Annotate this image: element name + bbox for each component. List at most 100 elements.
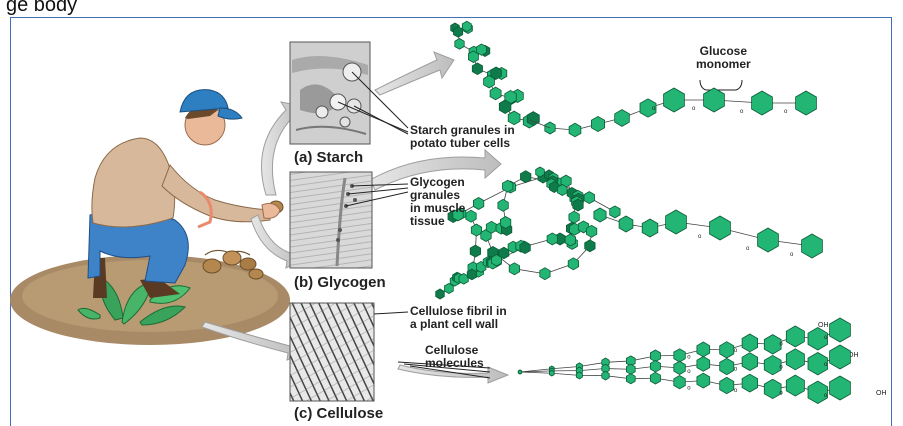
glucose-hexagon <box>569 123 581 137</box>
glucose-hexagon <box>626 374 635 384</box>
glucose-hexagon <box>610 206 620 218</box>
glucose-hexagon <box>484 75 495 88</box>
glucose-hexagon <box>436 289 445 299</box>
glucose-hexagon <box>527 112 539 126</box>
glucose-hexagon <box>619 216 633 232</box>
glucose-hexagon <box>796 91 817 115</box>
glucose-hexagon <box>594 208 606 222</box>
glucose-hexagon <box>752 91 773 115</box>
glucose-hexagon <box>468 51 478 63</box>
glucose-hexagon <box>650 360 660 372</box>
glucose-hexagon <box>650 372 660 384</box>
oxygen-label: o <box>734 388 738 394</box>
glucose-hexagon <box>615 110 630 127</box>
glucose-monomer-label: Glucose monomer <box>696 45 751 71</box>
cellulose-micrograph <box>290 303 374 401</box>
glucose-hexagon <box>576 372 582 379</box>
glucose-hexagon <box>591 116 604 131</box>
cellulose-callout: Cellulose fibril in a plant cell wall <box>410 305 507 331</box>
glucose-hexagon <box>499 247 509 259</box>
glucose-hexagon <box>486 221 496 233</box>
glucose-hexagon <box>568 258 578 270</box>
glucose-hexagon <box>697 342 710 357</box>
cellulose-title: (c) Cellulose <box>294 406 383 422</box>
glucose-hexagon <box>498 199 508 211</box>
glucose-hexagon <box>462 21 471 31</box>
glucose-hexagon <box>602 371 609 380</box>
glucose-hexagon <box>520 242 530 254</box>
glucose-hexagon <box>720 377 734 393</box>
glucose-hexagon <box>536 167 545 177</box>
starch-title: (a) Starch <box>294 150 363 166</box>
glucose-hexagon <box>786 326 804 347</box>
glucose-hexagon <box>500 217 510 229</box>
glucose-hexagon <box>830 318 851 342</box>
glucose-hexagon <box>742 374 758 392</box>
glycosidic-link <box>520 372 552 373</box>
glucose-hexagon <box>540 268 550 280</box>
glucose-hexagon <box>650 350 660 362</box>
glucose-hexagon <box>626 364 635 374</box>
starch-callout: Starch granules in potato tuber cells <box>410 124 515 150</box>
glucose-hexagon <box>697 373 710 388</box>
glucose-hexagon <box>455 39 464 50</box>
cellulose-callout-line-2: a plant cell wall <box>410 318 507 331</box>
glucose-hexagon <box>664 88 685 112</box>
glucose-hexagon <box>666 210 687 234</box>
oxygen-label: o <box>687 354 691 360</box>
glycogen-title: (b) Glycogen <box>294 275 386 291</box>
glucose-hexagon <box>786 349 804 370</box>
glucose-hexagon <box>471 224 481 236</box>
monomer-label-line-2: monomer <box>696 58 751 71</box>
starch-micrograph <box>290 42 370 144</box>
glucose-hexagon <box>710 216 731 240</box>
glucose-hexagon <box>509 263 519 275</box>
oxygen-label: o <box>779 364 783 370</box>
oxygen-label: o <box>687 369 691 375</box>
glucose-hexagon <box>674 361 686 374</box>
glucose-hexagon <box>674 376 686 389</box>
svg-text:OH: OH <box>818 322 829 329</box>
glycosidic-link <box>552 373 580 375</box>
cellulose-molecules-label: Cellulose molecules <box>425 344 484 370</box>
glucose-hexagon <box>470 245 480 257</box>
glucose-hexagon <box>830 376 851 400</box>
oxygen-label: o <box>740 109 744 115</box>
glucose-hexagon <box>704 88 725 112</box>
oxygen-label: o <box>692 106 696 112</box>
glucose-hexagon <box>742 353 758 371</box>
glycogen-callout: Glycogen granules in muscle tissue <box>410 176 465 228</box>
glucose-hexagon <box>674 349 686 362</box>
glucose-hexagon <box>830 345 851 369</box>
glucose-hexagon <box>467 269 476 280</box>
oxygen-label: o <box>698 234 702 240</box>
glycogen-callout-line-4: tissue <box>410 215 465 228</box>
oxygen-label: o <box>687 386 691 392</box>
starch-callout-line-2: potato tuber cells <box>410 137 515 150</box>
glucose-hexagon <box>499 100 511 114</box>
molecules-label-line-2: molecules <box>425 357 484 370</box>
oxygen-label: o <box>746 246 750 252</box>
oxygen-label: o <box>734 348 738 354</box>
glucose-hexagon <box>565 234 575 246</box>
glucose-hexagon <box>472 63 482 75</box>
glucose-hexagon <box>558 185 568 196</box>
hydroxyl-labels: OH OH OH <box>818 322 887 397</box>
glucose-hexagon <box>518 370 521 374</box>
glucose-hexagon <box>802 234 823 258</box>
glucose-hexagon <box>569 211 579 223</box>
glucose-hexagon <box>490 87 501 100</box>
glucose-hexagon <box>503 180 513 192</box>
oxygen-label: o <box>779 391 783 397</box>
oxygen-label: o <box>779 341 783 347</box>
glucose-hexagon <box>454 27 463 38</box>
glucose-chains: ooooooooooooooooooo <box>436 21 851 403</box>
glucose-hexagon <box>584 192 594 204</box>
glycogen-micrograph <box>290 172 372 268</box>
glycosidic-link <box>552 366 580 368</box>
glucose-hexagon <box>586 225 596 237</box>
glucose-hexagon <box>742 334 758 352</box>
svg-text:OH: OH <box>876 390 887 397</box>
glucose-hexagon <box>786 375 804 396</box>
glucose-hexagon <box>466 210 476 222</box>
